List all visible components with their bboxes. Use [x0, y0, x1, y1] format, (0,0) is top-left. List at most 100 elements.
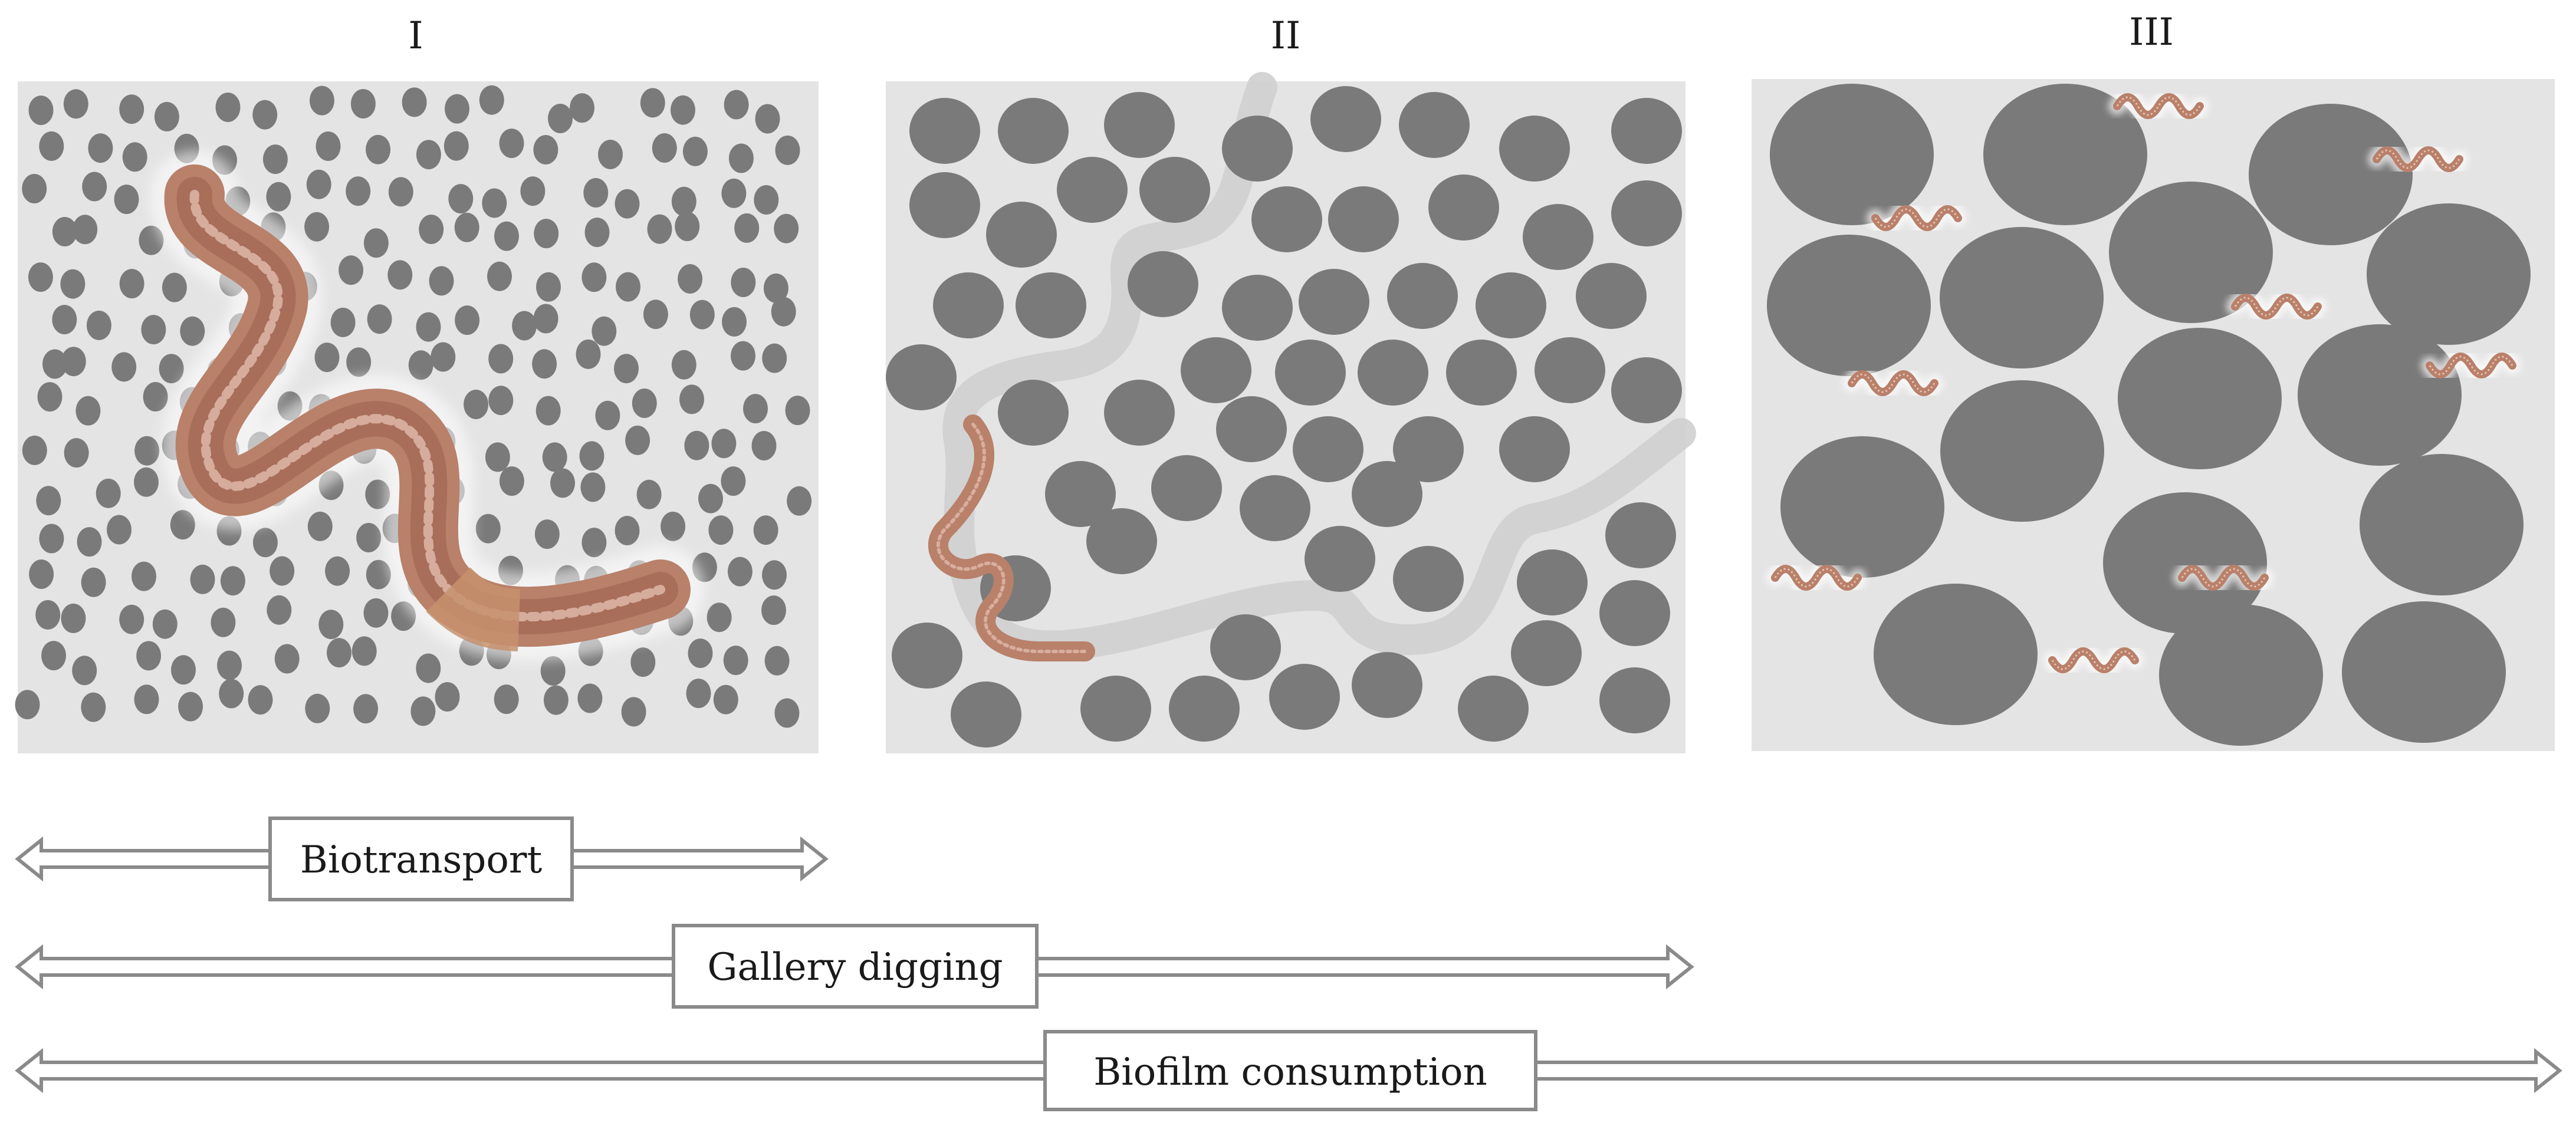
particle-small: [41, 641, 66, 671]
particle-small: [753, 515, 778, 545]
particle-small: [416, 312, 441, 342]
particle-medium: [1446, 340, 1517, 406]
particle-large: [2109, 182, 2273, 323]
particle-small: [353, 694, 379, 724]
particle-medium: [1523, 204, 1593, 270]
particle-small: [698, 483, 723, 513]
particle-medium: [1169, 676, 1240, 742]
tiny-worm: [2426, 353, 2516, 378]
particle-small: [346, 176, 371, 206]
particle-medium: [1352, 652, 1422, 718]
tiny-worm: [1848, 370, 1938, 396]
particle-small: [743, 394, 768, 424]
particle-small: [134, 436, 160, 466]
particle-small: [536, 272, 561, 302]
particle-small: [671, 186, 696, 216]
particle-small: [410, 696, 436, 726]
particle-small: [443, 131, 469, 161]
particle-small: [647, 214, 672, 244]
particle-medium: [1499, 116, 1570, 182]
particle-small: [72, 656, 97, 686]
arrow-label-box-biofilm-consumption: [1043, 1030, 1537, 1111]
tiny-worm: [2231, 294, 2322, 320]
particle-small: [728, 143, 754, 173]
particle-medium: [1086, 508, 1157, 574]
particle-small: [96, 478, 121, 508]
particle-small: [723, 646, 748, 676]
particle-small: [52, 217, 77, 246]
particle-large: [2249, 104, 2413, 245]
particle-small: [270, 556, 295, 586]
particle-small: [684, 430, 709, 460]
particle-small: [248, 685, 273, 715]
particle-small: [464, 390, 489, 419]
particle-large: [1874, 584, 2038, 725]
particle-small: [724, 90, 749, 120]
particle-small: [661, 511, 686, 541]
particle-small: [775, 135, 800, 165]
particle-small: [731, 268, 756, 297]
tiny-worm: [2178, 565, 2269, 591]
particle-medium: [1611, 180, 1682, 246]
earthworm-large-clitellum: [426, 567, 521, 651]
particle-small: [81, 692, 106, 722]
particle-small: [731, 341, 755, 371]
particle-small: [262, 144, 288, 175]
particle-small: [675, 212, 700, 241]
particle-small: [180, 316, 205, 346]
particle-small: [682, 136, 708, 166]
particle-small: [727, 557, 753, 587]
particle-small: [448, 184, 474, 214]
particle-small: [339, 255, 364, 285]
particle-small: [764, 646, 790, 676]
particle-small: [583, 178, 609, 208]
particle-small: [721, 178, 747, 208]
particle-small: [787, 486, 812, 516]
worm-medium-highlight: [936, 423, 1087, 654]
particle-small: [534, 219, 559, 249]
particle-small: [22, 174, 47, 203]
particle-small: [755, 104, 780, 134]
particle-small: [170, 510, 195, 540]
particle-small: [774, 213, 799, 243]
particle-small: [29, 559, 54, 589]
particle-medium: [1387, 263, 1458, 329]
particle-medium: [1611, 98, 1682, 164]
particle-small: [119, 604, 144, 634]
particle-large: [2298, 324, 2462, 466]
tiny-worm: [2048, 647, 2139, 673]
particle-small: [132, 561, 156, 591]
particle-medium: [1499, 416, 1570, 482]
arrow-label-biotransport: Biotransport: [300, 838, 543, 882]
particle-small: [734, 213, 760, 243]
particle-small: [143, 382, 168, 411]
particle-small: [304, 212, 330, 242]
particle-small: [366, 134, 391, 164]
particle-medium: [1511, 620, 1582, 686]
particle-small: [419, 215, 444, 244]
panel-iii: [1752, 79, 2555, 751]
particle-medium: [1358, 340, 1428, 406]
particle-small: [721, 466, 746, 496]
particle-small: [598, 140, 623, 169]
panel-ii: [886, 72, 1696, 753]
particle-small: [643, 299, 668, 330]
particle-medium: [933, 272, 1004, 338]
particle-small: [614, 354, 639, 384]
particle-small: [763, 273, 788, 303]
tiny-worm: [2373, 146, 2463, 172]
particle-small: [15, 690, 40, 720]
particle-small: [88, 133, 113, 163]
particle-small: [671, 350, 696, 380]
particle-small: [488, 344, 514, 374]
particle-small: [550, 468, 575, 498]
arrow-label-biofilm-consumption: Biofilm consumption: [1093, 1051, 1487, 1094]
particle-medium: [1104, 92, 1175, 158]
particle-small: [306, 169, 331, 199]
particle-small: [159, 354, 184, 384]
particle-large: [1770, 84, 1934, 225]
particle-small: [215, 93, 241, 122]
particle-small: [689, 299, 715, 330]
particle-small: [592, 316, 617, 346]
particle-small: [114, 185, 139, 215]
